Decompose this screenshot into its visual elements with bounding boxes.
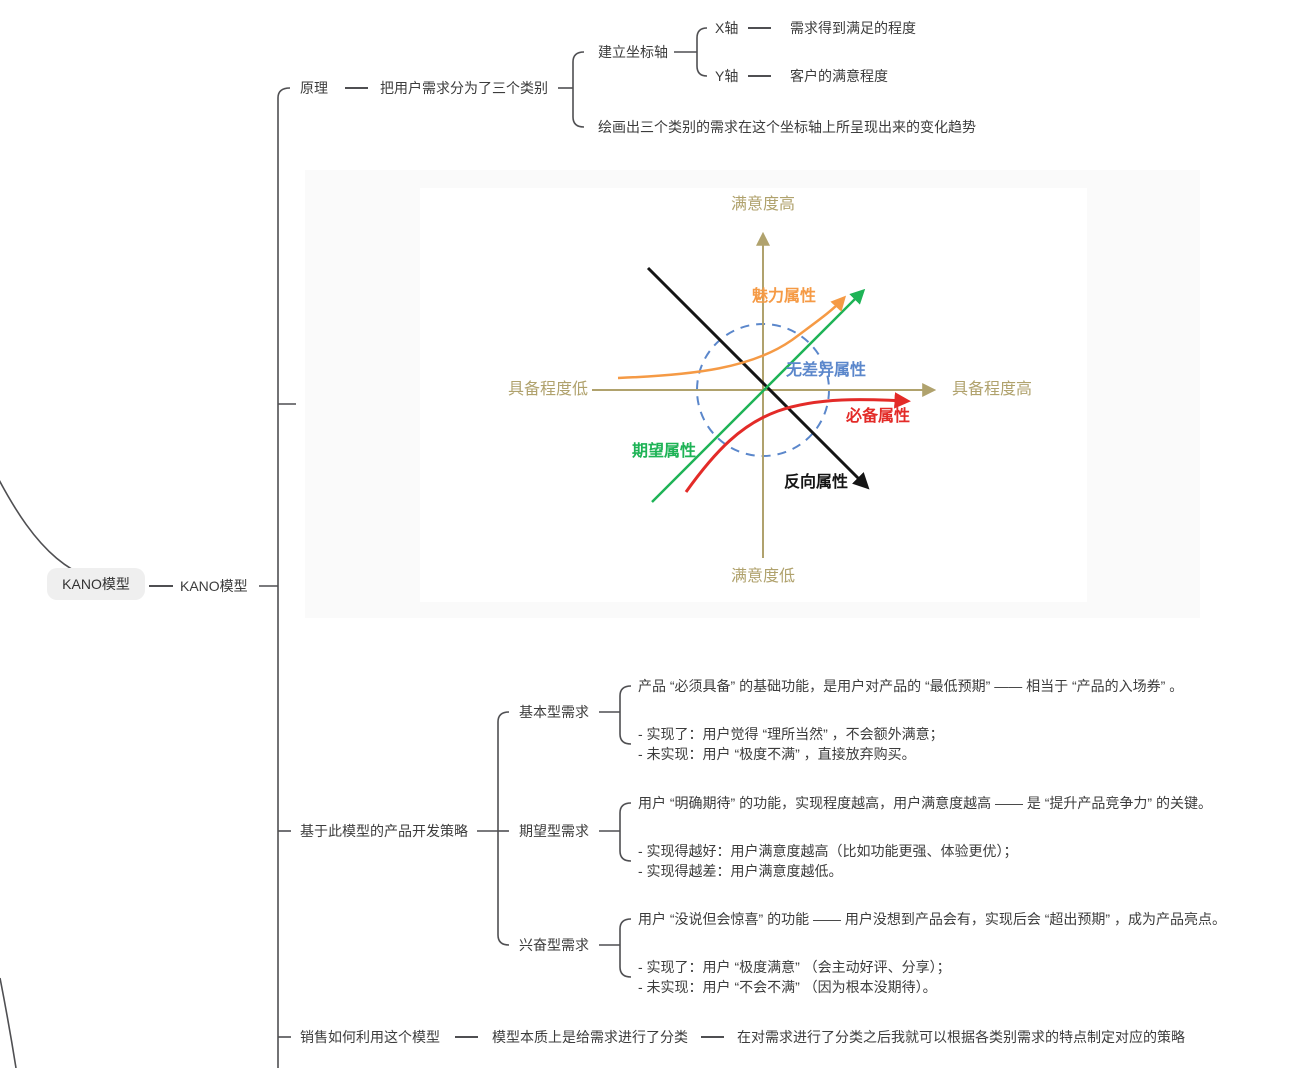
node-setup-axes[interactable]: 建立坐标轴 bbox=[598, 44, 668, 60]
node-basic-need[interactable]: 基本型需求 bbox=[519, 704, 589, 720]
root-topic[interactable]: KANO模型 bbox=[180, 578, 248, 594]
kano-chart-curves bbox=[592, 231, 937, 558]
node-principle[interactable]: 原理 bbox=[300, 80, 328, 96]
node-y-axis[interactable]: Y轴 bbox=[715, 68, 739, 84]
root-node[interactable]: KANO模型 bbox=[47, 568, 145, 600]
attractive-curve bbox=[617, 295, 847, 380]
node-excited-bullet-2[interactable]: - 未实现：用户 “不会不满” （因为根本没期待）。 bbox=[638, 979, 937, 995]
expected-line bbox=[651, 288, 866, 503]
bracket-strategy bbox=[497, 711, 510, 946]
bracket-excited bbox=[619, 918, 632, 978]
bracket-axes bbox=[696, 27, 708, 77]
node-strategy[interactable]: 基于此模型的产品开发策略 bbox=[300, 823, 468, 839]
node-sales-grandchild[interactable]: 在对需求进行了分类之后我就可以根据各类别需求的特点制定对应的策略 bbox=[737, 1029, 1185, 1045]
chart-label-degree-high: 具备程度高 bbox=[952, 381, 1033, 398]
bracket-expected bbox=[619, 802, 632, 862]
chart-label-must-be: 必备属性 bbox=[846, 408, 911, 425]
chart-label-satisfaction-low: 满意度低 bbox=[731, 568, 796, 585]
node-excited-desc[interactable]: 用户 “没说但会惊喜” 的功能 —— 用户没想到产品会有，实现后会 “超出预期”… bbox=[638, 911, 1226, 927]
node-expected-need[interactable]: 期望型需求 bbox=[519, 823, 589, 839]
chart-label-indifferent: 无差异属性 bbox=[786, 362, 867, 379]
chart-label-reverse: 反向属性 bbox=[784, 474, 849, 491]
node-excited-bullet-1[interactable]: - 实现了：用户 “极度满意” （会主动好评、分享）； bbox=[638, 959, 951, 975]
bracket-basic bbox=[619, 685, 632, 745]
chart-label-attractive: 魅力属性 bbox=[752, 288, 817, 305]
node-expected-desc[interactable]: 用户 “明确期待” 的功能，实现程度越高，用户满意度越高 —— 是 “提升产品竞… bbox=[638, 795, 1212, 811]
edge-parent-to-sibling-below bbox=[0, 977, 17, 1068]
mindmap-edges bbox=[0, 27, 771, 1068]
node-excited-need[interactable]: 兴奋型需求 bbox=[519, 937, 589, 953]
bracket-principle bbox=[572, 51, 585, 128]
node-basic-bullet-1[interactable]: - 实现了：用户觉得 “理所当然” ，不会额外满意； bbox=[638, 726, 944, 742]
node-expected-bullet-2[interactable]: - 实现得越差：用户满意度越低。 bbox=[638, 863, 843, 879]
node-y-axis-desc[interactable]: 客户的满意程度 bbox=[790, 68, 888, 84]
node-basic-desc[interactable]: 产品 “必须具备” 的基础功能，是用户对产品的 “最低预期” —— 相当于 “产… bbox=[638, 678, 1184, 694]
node-expected-bullet-1[interactable]: - 实现得越好：用户满意度越高（比如功能更强、体验更优）； bbox=[638, 843, 1018, 859]
chart-label-degree-low: 具备程度低 bbox=[507, 381, 588, 398]
kano-chart-plot-area bbox=[420, 188, 1087, 602]
chart-label-expected: 期望属性 bbox=[632, 443, 697, 460]
node-principle-category[interactable]: 把用户需求分为了三个类别 bbox=[380, 80, 548, 96]
node-draw-trend[interactable]: 绘画出三个类别的需求在这个坐标轴上所呈现出来的变化趋势 bbox=[598, 119, 976, 135]
node-x-axis[interactable]: X轴 bbox=[715, 20, 739, 36]
must-be-curve bbox=[684, 392, 911, 493]
node-sales[interactable]: 销售如何利用这个模型 bbox=[300, 1029, 440, 1045]
node-basic-bullet-2[interactable]: - 未实现：用户 “极度不满” ，直接放弃购买。 bbox=[638, 746, 916, 762]
main-bracket bbox=[277, 87, 291, 1068]
reverse-line bbox=[646, 266, 870, 490]
node-x-axis-desc[interactable]: 需求得到满足的程度 bbox=[790, 20, 916, 36]
chart-label-satisfaction-high: 满意度高 bbox=[731, 196, 796, 213]
node-sales-child[interactable]: 模型本质上是给需求进行了分类 bbox=[492, 1029, 688, 1045]
